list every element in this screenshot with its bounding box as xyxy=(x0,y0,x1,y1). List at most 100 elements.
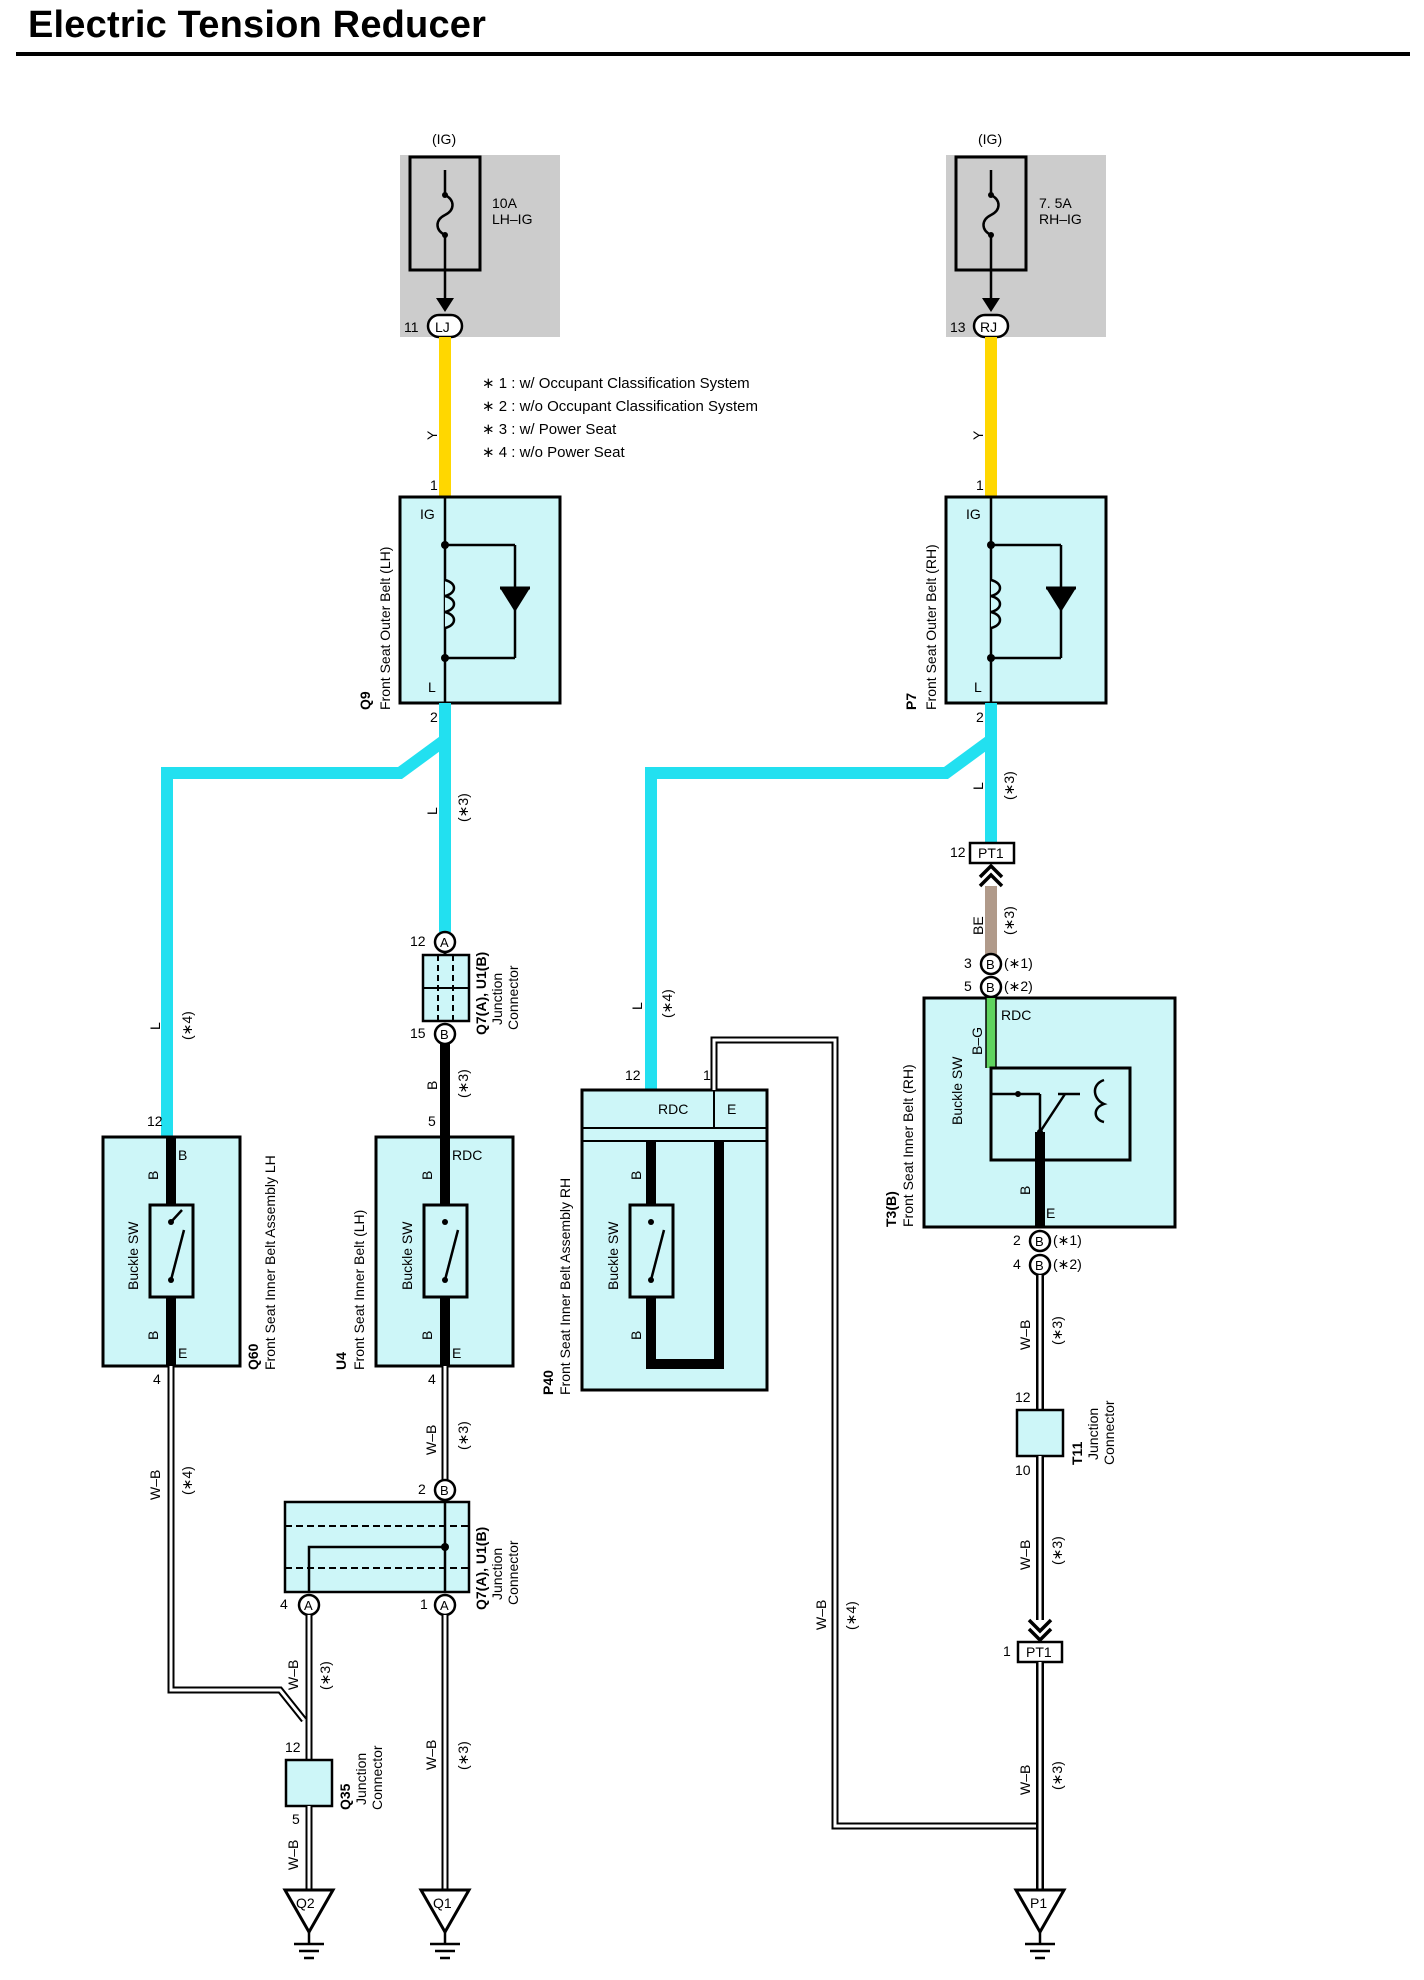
p7-term-l: L xyxy=(974,679,982,695)
p7-name: Front Seat Outer Belt (RH) xyxy=(923,544,939,710)
pt1-bottom-pin: 1 xyxy=(1003,1643,1011,1659)
q7b-pin-left: 4 xyxy=(280,1596,288,1612)
note-1: ∗ 1 : w/ Occupant Classification System xyxy=(482,375,750,392)
q7b-conn-left: A xyxy=(304,1598,313,1613)
t3-top1-pin: 3 xyxy=(964,955,972,971)
wire-y-rh-label: Y xyxy=(970,430,986,440)
wire-l-rh-label: L xyxy=(970,782,986,790)
u4-term-rdc: RDC xyxy=(452,1147,482,1163)
wire-wb-q60-note: (∗4) xyxy=(179,1466,195,1495)
junction-q35: 12 5 Q35 Junction Connector xyxy=(284,1739,385,1827)
t3-bot2-pin: 4 xyxy=(1013,1256,1021,1272)
p7-coil xyxy=(990,578,1002,630)
inner-belt-t3: B–G RDC Buckle SW B E T3(B) Front Seat I… xyxy=(883,996,1177,1229)
wire-wb-q7-q1-label: W–B xyxy=(423,1740,439,1770)
outer-belt-p7: 1 IG L P7 Front Seat Outer Belt (RH) 2 xyxy=(903,477,1108,725)
q7t-conn-bottom: B xyxy=(440,1027,449,1042)
fuse-lh-pin: 11 xyxy=(404,319,419,335)
t11-name2: Connector xyxy=(1101,1400,1117,1465)
t3-top1-conn: B xyxy=(986,957,995,972)
pt1-top-pin: 12 xyxy=(950,844,966,860)
t11-pin-bottom: 10 xyxy=(1015,1462,1031,1478)
p7-code: P7 xyxy=(903,693,919,710)
fuse-rh-arrow xyxy=(982,298,1000,312)
t3-term-rdc: RDC xyxy=(1001,1007,1031,1023)
q9-term-l: L xyxy=(428,679,436,695)
wire-wb-q7-q1-note: (∗3) xyxy=(455,1741,471,1770)
q60-term-e: E xyxy=(178,1345,187,1361)
u4-term-b1: B xyxy=(419,1171,435,1180)
p40-term-e: E xyxy=(727,1101,736,1117)
wire-l-p40-note: (∗4) xyxy=(659,989,675,1018)
fuse-rh-connector-label: RJ xyxy=(980,319,997,335)
wire-wb-t3-note: (∗3) xyxy=(1049,1316,1065,1345)
t3-bot1-conn: B xyxy=(1035,1234,1044,1249)
fuse-lh-name: LH–IG xyxy=(492,211,532,227)
t3-term-e: E xyxy=(1046,1205,1055,1221)
inner-belt-q60: 12 B B Buckle SW B E Q60 Front Seat Inne… xyxy=(101,1113,278,1387)
u4-pin-bottom: 4 xyxy=(428,1371,436,1387)
q35-name: Junction xyxy=(353,1753,369,1805)
junction-q7-bottom: 2 B 4 A 1 A Q7(A), U1(B) Junction Connec… xyxy=(280,1478,521,1617)
wire-wb-u4-label: W–B xyxy=(423,1425,439,1455)
t3-sw: Buckle SW xyxy=(949,1056,965,1125)
u4-pin-top: 5 xyxy=(428,1113,436,1129)
q7b-conn-top: B xyxy=(440,1483,449,1498)
q9-pin-out: 2 xyxy=(430,709,438,725)
q35-pin-bottom: 5 xyxy=(292,1811,300,1827)
q7b-code: Q7(A), U1(B) xyxy=(473,1527,489,1610)
fuse-lh-connector-label: LJ xyxy=(435,319,450,335)
fuse-lh-rating: 10A xyxy=(492,195,518,211)
inner-belt-u4: 5 RDC B Buckle SW B E U4 Front Seat Inne… xyxy=(333,1113,515,1387)
wire-wb-pt1-note: (∗3) xyxy=(1049,1761,1065,1790)
wire-wb-pt1-label: W–B xyxy=(1017,1765,1033,1795)
t3-bottom-pins: 2 B (∗1) 4 B (∗2) xyxy=(1013,1229,1082,1277)
fuse-rh: (IG) 7. 5A RH–IG 13 RJ xyxy=(946,131,1106,339)
wire-wb-t11-label: W–B xyxy=(1017,1540,1033,1570)
t3-bot2-conn: B xyxy=(1035,1258,1044,1273)
wire-l-p40-label: L xyxy=(629,1002,645,1010)
pt1-top-label: PT1 xyxy=(978,845,1004,861)
p7-pin-out: 2 xyxy=(976,709,984,725)
t11-pin-top: 12 xyxy=(1015,1389,1031,1405)
ground-q1: Q1 xyxy=(418,1888,472,1960)
q7b-conn-right: A xyxy=(440,1598,449,1613)
t11-box xyxy=(1015,1408,1065,1458)
q7b-pin-top: 2 xyxy=(418,1481,426,1497)
q7b-pin-right: 1 xyxy=(420,1596,428,1612)
fuse-lh: (IG) 10A LH–IG 11 LJ xyxy=(400,131,560,339)
fuse-lh-source: (IG) xyxy=(432,131,456,147)
ground-q2: Q2 xyxy=(282,1888,336,1960)
q9-term-ig: IG xyxy=(420,506,435,522)
wire-be-note: (∗3) xyxy=(1001,906,1017,935)
wire-wb-q7-q35-note: (∗3) xyxy=(317,1661,333,1690)
wire-wb-q60-label: W–B xyxy=(147,1470,163,1500)
p40-term-rdc: RDC xyxy=(658,1101,688,1117)
fuse-lh-arrow xyxy=(436,298,454,312)
q7b-name2: Connector xyxy=(505,1540,521,1605)
q7b-name: Junction xyxy=(489,1548,505,1600)
q60-term-top: B xyxy=(178,1147,187,1163)
q9-pin-in: 1 xyxy=(430,477,438,493)
note-4: ∗ 4 : w/o Power Seat xyxy=(482,444,625,461)
q9-code: Q9 xyxy=(357,691,373,710)
p7-term-ig: IG xyxy=(966,506,981,522)
q35-pin-top: 12 xyxy=(285,1739,301,1755)
q60-term-b2: B xyxy=(145,1331,161,1340)
u4-name: Front Seat Inner Belt (LH) xyxy=(351,1210,367,1370)
p40-sw: Buckle SW xyxy=(605,1221,621,1290)
t3-top1-note: (∗1) xyxy=(1004,955,1033,971)
wire-wb-p40-note: (∗4) xyxy=(843,1601,859,1630)
q9-diode xyxy=(500,588,530,612)
q9-box xyxy=(398,495,562,705)
p7-pin-in: 1 xyxy=(976,477,984,493)
q60-sw: Buckle SW xyxy=(125,1221,141,1290)
u4-term-e: E xyxy=(452,1345,461,1361)
p40-name: Front Seat Inner Belt Assembly RH xyxy=(557,1178,573,1395)
t3-top2-note: (∗2) xyxy=(1004,978,1033,994)
note-3: ∗ 3 : w/ Power Seat xyxy=(482,421,617,438)
p40-pin-e: 1 xyxy=(703,1067,711,1083)
u4-sw: Buckle SW xyxy=(399,1221,415,1290)
fuse-rh-pin: 13 xyxy=(950,319,966,335)
q7t-code: Q7(A), U1(B) xyxy=(473,952,489,1035)
